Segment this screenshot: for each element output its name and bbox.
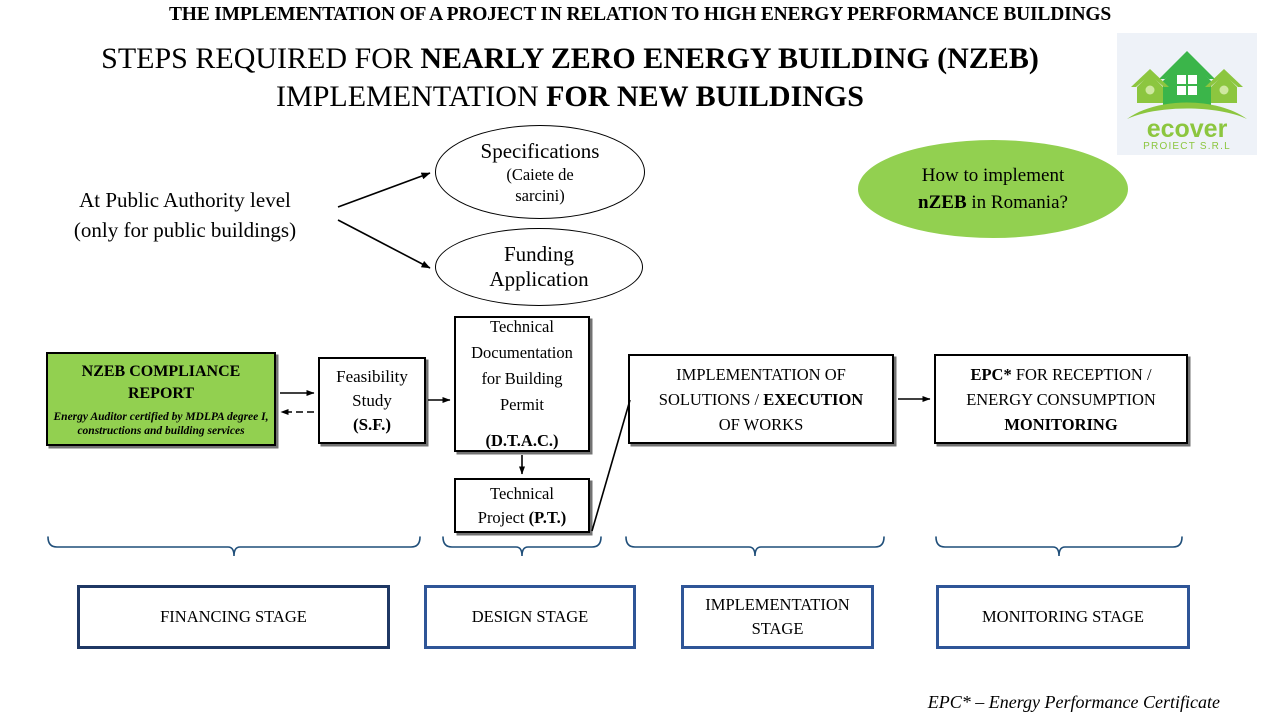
dtac-line4: Permit	[500, 395, 544, 414]
brace-implementation-stage	[625, 536, 885, 557]
house-left-window-icon	[1145, 85, 1155, 95]
dtac-line3: for Building	[481, 369, 563, 388]
feasibility-line2: Study	[352, 390, 392, 410]
nzeb-compliance-report-box[interactable]: NZEB COMPLIANCE REPORT Energy Auditor ce…	[46, 352, 276, 446]
window-mullion-h	[1177, 84, 1197, 86]
header-title: THE IMPLEMENTATION OF A PROJECT IN RELAT…	[169, 4, 1111, 25]
feasibility-line1: Feasibility	[336, 366, 408, 386]
brace-monitoring-stage	[935, 536, 1183, 557]
brace-design-stage	[442, 536, 602, 557]
stage-box-design[interactable]: DESIGN STAGE	[424, 585, 636, 649]
specifications-ellipse[interactable]: Specifications (Caiete de sarcini)	[435, 125, 645, 219]
dtac-code: (D.T.A.C.)	[485, 431, 559, 450]
page-title-line1: STEPS REQUIRED FOR NEARLY ZERO ENERGY BU…	[40, 40, 1100, 78]
public-authority-label: At Public Authority level (only for publ…	[40, 185, 330, 245]
nzeb-question-line2: nZEB in Romania?	[918, 189, 1068, 216]
pt-line2-normal: Project	[477, 507, 529, 527]
stage-financing-label: FINANCING STAGE	[160, 607, 307, 626]
implementation-line2-bold: EXECUTION	[763, 389, 864, 409]
arrow-authority-to-specifications	[337, 172, 431, 208]
logo-brand-text: ecover	[1147, 115, 1228, 143]
nzeb-question-ellipse[interactable]: How to implement nZEB in Romania?	[858, 140, 1128, 238]
epc-label-bold: EPC*	[970, 364, 1012, 384]
dtac-line1: Technical	[490, 317, 554, 336]
nzeb-question-line1: How to implement	[921, 165, 1065, 186]
epc-line1: EPC* FOR RECEPTION /	[940, 362, 1182, 387]
technical-documentation-box[interactable]: Technical Documentation for Building Per…	[454, 316, 590, 452]
authority-line2: (only for public buildings)	[73, 218, 297, 242]
roof-accent-left	[1131, 69, 1169, 87]
ecover-logo: ecover PROIECT S.R.L	[1117, 33, 1257, 155]
epc-line1-rest: FOR RECEPTION /	[1011, 364, 1152, 384]
feasibility-code: (S.F.)	[352, 414, 392, 434]
implementation-line2-normal: SOLUTIONS /	[658, 389, 764, 409]
implementation-line2: SOLUTIONS / EXECUTION	[634, 387, 888, 412]
funding-line2: Application	[489, 267, 589, 291]
specifications-sub2: sarcini)	[515, 186, 565, 205]
specifications-sub1: (Caiete de	[506, 165, 574, 184]
nzeb-report-sub-line1: Energy Auditor certified by MDLPA degree…	[53, 410, 269, 423]
stage-implementation-label-line2: STAGE	[751, 619, 804, 638]
page-title: STEPS REQUIRED FOR NEARLY ZERO ENERGY BU…	[40, 40, 1100, 116]
authority-line1: At Public Authority level	[79, 188, 291, 212]
title-line2-bold: FOR NEW BUILDINGS	[546, 80, 864, 113]
stage-monitoring-label: MONITORING STAGE	[982, 607, 1144, 626]
nzeb-report-title-line1: NZEB COMPLIANCE	[81, 362, 241, 380]
page-title-line2: IMPLEMENTATION FOR NEW BUILDINGS	[40, 78, 1100, 116]
technical-project-box[interactable]: Technical Project (P.T.)	[454, 478, 590, 533]
connector-technical-project-to-implementation	[591, 399, 631, 532]
implementation-line3: OF WORKS	[718, 414, 804, 434]
roof-accent-right	[1205, 69, 1243, 87]
arrow-authority-to-funding	[337, 219, 431, 269]
feasibility-study-box[interactable]: Feasibility Study (S.F.)	[318, 357, 426, 444]
implementation-line1: IMPLEMENTATION OF	[676, 364, 846, 384]
title-line2-normal: IMPLEMENTATION	[276, 80, 547, 113]
ecover-logo-graphic: ecover PROIECT S.R.L	[1127, 51, 1247, 152]
stage-box-financing[interactable]: FINANCING STAGE	[77, 585, 390, 649]
nzeb-report-title-line2: REPORT	[127, 384, 195, 402]
footnote-epc: EPC* – Energy Performance Certificate	[927, 692, 1220, 712]
title-line1-bold: NEARLY ZERO ENERGY BUILDING (NZEB)	[420, 42, 1039, 75]
implementation-solutions-box[interactable]: IMPLEMENTATION OF SOLUTIONS / EXECUTION …	[628, 354, 894, 444]
nzeb-question-bold: nZEB	[918, 192, 967, 213]
funding-line1: Funding	[503, 242, 574, 266]
nzeb-report-sub-line2: constructions and building services	[77, 424, 245, 437]
epc-line3-bold: MONITORING	[1004, 414, 1118, 434]
pt-line1: Technical	[490, 483, 554, 503]
swoosh-icon	[1127, 102, 1247, 119]
dtac-line2: Documentation	[471, 343, 573, 362]
pt-line2: Project (P.T.)	[460, 506, 584, 530]
house-right-window-icon	[1219, 85, 1229, 95]
stage-box-monitoring[interactable]: MONITORING STAGE	[936, 585, 1190, 649]
epc-monitoring-box[interactable]: EPC* FOR RECEPTION / ENERGY CONSUMPTION …	[934, 354, 1188, 444]
stage-design-label: DESIGN STAGE	[471, 607, 589, 626]
nzeb-question-rest: in Romania?	[966, 192, 1068, 213]
brace-financing-stage	[47, 536, 421, 557]
logo-subtitle-text: PROIECT S.R.L	[1143, 141, 1231, 152]
stage-implementation-label-line1: IMPLEMENTATION	[705, 595, 850, 614]
title-line1-normal: STEPS REQUIRED FOR	[101, 42, 421, 75]
epc-line2: ENERGY CONSUMPTION	[966, 389, 1156, 409]
pt-code: (P.T.)	[528, 507, 567, 527]
stage-box-implementation[interactable]: IMPLEMENTATION STAGE	[681, 585, 874, 649]
specifications-title: Specifications	[480, 139, 600, 163]
roof-accent-center	[1159, 51, 1215, 79]
funding-application-ellipse[interactable]: Funding Application	[435, 228, 643, 306]
